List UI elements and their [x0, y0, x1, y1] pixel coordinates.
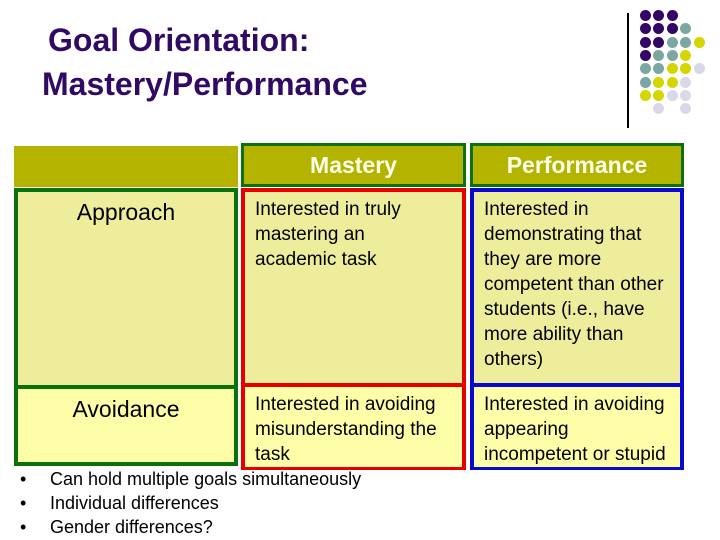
decorative-dot	[653, 23, 664, 34]
decorative-dot	[640, 77, 651, 88]
cell-performance-approach: Interested in demonstrating that they ar…	[474, 192, 680, 383]
bullet-text: Can hold multiple goals simultaneously	[50, 469, 362, 489]
decorative-dot	[640, 10, 651, 21]
bullet-icon: •	[20, 517, 27, 537]
decorative-dot	[680, 90, 691, 101]
decorative-dot	[680, 50, 691, 61]
vertical-rule	[627, 13, 629, 128]
decorative-dot	[640, 50, 651, 61]
dots-decoration	[640, 10, 710, 128]
decorative-dot	[640, 90, 651, 101]
bullet-item: • Can hold multiple goals simultaneously	[16, 467, 361, 491]
decorative-dot	[680, 37, 691, 48]
slide-title-line1: Goal Orientation:	[48, 22, 310, 58]
bullet-item: • Gender differences?	[16, 515, 361, 539]
header-performance-label: Performance	[506, 152, 648, 178]
cell-mastery-approach: Interested in truly mastering an academi…	[245, 192, 462, 383]
decorative-dot	[653, 90, 664, 101]
decorative-dot	[680, 77, 691, 88]
table-header-empty-cell	[14, 146, 238, 187]
decorative-dot	[680, 103, 691, 114]
decorative-dot	[667, 50, 678, 61]
decorative-dot	[667, 37, 678, 48]
cell-performance-avoidance: Interested in avoiding appearing incompe…	[474, 387, 680, 467]
bullet-list: • Can hold multiple goals simultaneously…	[16, 467, 361, 539]
bullet-text: Individual differences	[50, 493, 219, 513]
decorative-dot	[667, 63, 678, 74]
decorative-dot	[667, 90, 678, 101]
decorative-dot	[653, 10, 664, 21]
table-performance-column: Interested in demonstrating that they ar…	[470, 188, 684, 470]
row-divider-green	[18, 385, 234, 389]
bullet-icon: •	[20, 493, 27, 513]
cell-mastery-avoidance: Interested in avoiding misunderstanding …	[245, 387, 462, 467]
decorative-dot	[653, 77, 664, 88]
slide-title-line2: Mastery/Performance	[42, 66, 368, 102]
row-divider-blue	[474, 383, 680, 387]
table-header-mastery: Mastery	[241, 143, 466, 187]
row-label-avoidance: Avoidance	[18, 389, 234, 462]
table-header-performance: Performance	[470, 143, 684, 187]
decorative-dot	[667, 23, 678, 34]
decorative-dot	[694, 37, 705, 48]
bullet-item: • Individual differences	[16, 491, 361, 515]
decorative-dot	[640, 37, 651, 48]
row-label-approach: Approach	[18, 192, 234, 385]
decorative-dot	[667, 77, 678, 88]
decorative-dot	[653, 63, 664, 74]
decorative-dot	[680, 63, 691, 74]
decorative-dot	[667, 10, 678, 21]
table-row-label-column: Approach Avoidance	[14, 188, 238, 466]
decorative-dot	[640, 63, 651, 74]
bullet-text: Gender differences?	[50, 517, 213, 537]
decorative-dot	[653, 50, 664, 61]
table-mastery-column: Interested in truly mastering an academi…	[241, 188, 466, 470]
row-divider-red	[245, 383, 462, 387]
decorative-dot	[653, 37, 664, 48]
decorative-dot	[640, 23, 651, 34]
decorative-dot	[653, 103, 664, 114]
slide-title: Goal Orientation: Mastery/Performance	[42, 18, 367, 106]
bullet-icon: •	[20, 469, 27, 489]
header-mastery-label: Mastery	[310, 152, 397, 178]
decorative-dot	[680, 23, 691, 34]
decorative-dot	[694, 63, 705, 74]
